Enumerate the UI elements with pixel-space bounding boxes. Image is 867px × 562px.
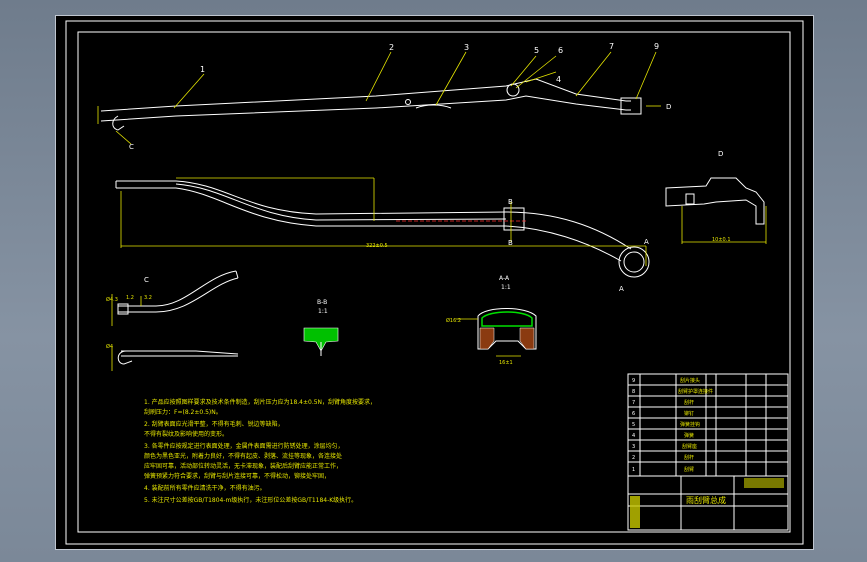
drawing-title: 雨刮臂总成: [686, 495, 726, 505]
part-name-7: 刮杆: [684, 399, 694, 406]
wiper-arm-side-view: [115, 177, 650, 278]
note-line-3: 2. 刮臂表面应光滑平整，不得有毛刺、锐边等缺陷，: [144, 420, 284, 428]
section-bb-scale: 1:1: [318, 308, 328, 315]
part-name-9: 刮片接头: [680, 377, 700, 384]
part-name-2: 刮杆: [684, 454, 694, 461]
note-line-2: 刮刷压力：F=(8.2±0.5)N。: [144, 408, 222, 416]
balloon-6: 6: [558, 46, 563, 55]
dim-c-1: Ø4.3: [106, 296, 118, 303]
note-line-1: 1. 产品应按照图样要求及技术条件制造，刮片压力应为18.4±0.5N，刮臂角度…: [144, 398, 376, 406]
signature-block: [630, 496, 640, 528]
dim-view-d-width: 10±0.1: [712, 237, 731, 243]
note-line-10: 5. 未注尺寸公差按GB/T1804-m级执行，未注形位公差按GB/T1184-…: [144, 496, 357, 504]
balloon-7: 7: [609, 42, 614, 51]
balloon-9: 9: [654, 42, 659, 51]
note-line-6: 颜色为黑色亚光，附着力良好，不得有起皮、剥落、流挂等现象，各连接处: [144, 452, 342, 460]
part-no-3: 3: [632, 444, 635, 450]
balloon-3: 3: [464, 43, 469, 52]
part-no-6: 6: [632, 411, 635, 417]
balloon-5: 5: [534, 46, 539, 55]
part-name-8: 刮臂护罩连接件: [678, 388, 713, 395]
section-aa: [456, 308, 537, 357]
part-name-6: 铆钉: [684, 410, 694, 417]
part-no-9: 9: [632, 378, 635, 384]
section-aa-label: A-A: [499, 275, 510, 282]
view-c-upper: [111, 270, 239, 326]
title-block: [627, 373, 789, 531]
part-no-2: 2: [632, 455, 635, 461]
balloon-4: 4: [556, 75, 561, 84]
part-name-4: 弹簧: [684, 432, 694, 439]
cad-drawing-canvas[interactable]: 1 2 3 5 6 7 9 4 C D 322±0.5 B B A A D: [55, 15, 814, 550]
note-line-8: 弹簧预紧力符合要求，刮臂与刮片连接可靠，不得松动，铆接处牢固，: [144, 472, 330, 480]
balloon-1: 1: [200, 65, 205, 74]
outer-frame: [65, 20, 804, 545]
balloon-leaders: [115, 51, 657, 145]
part-no-8: 8: [632, 389, 635, 395]
dim-section-aa-dia: Ø16.2: [446, 317, 461, 324]
note-line-5: 3. 各零件应按规定进行表面处理，金属件表面需进行防锈处理，涂层均匀，: [144, 442, 344, 450]
section-a-mark-bottom: A: [619, 285, 624, 293]
scale-block: [744, 478, 784, 488]
balloon-2: 2: [389, 43, 394, 52]
part-name-1: 刮臂: [684, 466, 694, 473]
dim-c-2: 1.2: [126, 295, 134, 301]
section-b-mark-bottom: B: [508, 239, 513, 247]
note-line-4: 不得有裂纹及影响使用的变形。: [144, 430, 228, 438]
view-d-ref: D: [666, 103, 671, 111]
part-name-3: 刮臂座: [682, 443, 697, 450]
view-c-ref: C: [129, 143, 134, 151]
section-b-mark-top: B: [508, 198, 513, 206]
view-c-lower: [111, 346, 239, 371]
part-no-5: 5: [632, 422, 635, 428]
drawing-svg: 1 2 3 5 6 7 9 4 C D 322±0.5 B B A A D: [65, 20, 804, 545]
section-bb: [303, 327, 339, 356]
view-c-label: C: [144, 276, 149, 284]
note-line-9: 4. 装配前所有零件应清洗干净，不得有油污。: [144, 484, 266, 492]
part-name-5: 弹簧挂钩: [680, 421, 700, 428]
view-d-label: D: [718, 150, 723, 158]
section-a-mark-top: A: [644, 238, 649, 246]
section-bb-label: B-B: [317, 299, 327, 306]
parts-list: 9 刮片接头 8 刮臂护罩连接件 7 刮杆 6 铆钉 5 弹簧挂钩 4 弹簧 3…: [632, 377, 713, 473]
part-no-4: 4: [632, 433, 635, 439]
dim-overall-length: 322±0.5: [366, 243, 388, 249]
balloon-labels: 1 2 3 5 6 7 9 4 C D: [129, 42, 671, 151]
dim-c-4: Ø4: [106, 343, 113, 350]
view-d: [665, 177, 767, 244]
dim-c-3: 3.2: [144, 295, 152, 301]
wiper-arm-top-view: [97, 78, 661, 131]
dim-section-aa-width: 16±1: [499, 360, 513, 366]
section-aa-scale: 1:1: [501, 284, 511, 291]
part-no-1: 1: [632, 467, 635, 473]
inner-frame: [77, 31, 791, 533]
technical-notes: 1. 产品应按照图样要求及技术条件制造，刮片压力应为18.4±0.5N，刮臂角度…: [144, 398, 376, 504]
part-no-7: 7: [632, 400, 635, 406]
note-line-7: 应牢固可靠，活动部位转动灵活，无卡滞现象，装配后刮臂应能正常工作，: [144, 462, 342, 470]
